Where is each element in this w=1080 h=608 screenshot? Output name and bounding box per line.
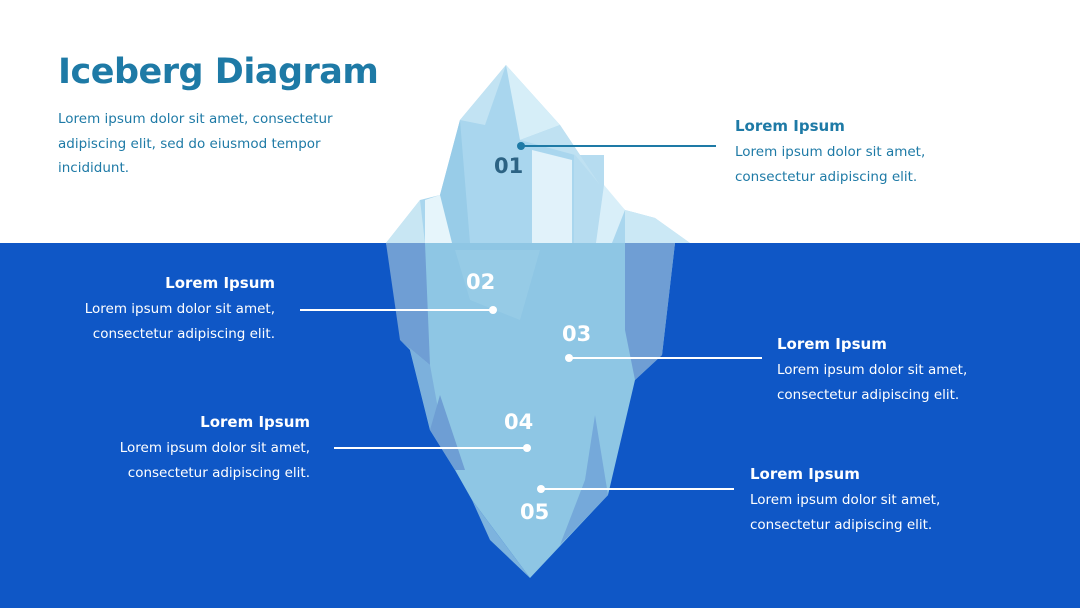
connector-dot-05 <box>537 485 545 493</box>
callout-heading-01: Lorem Ipsum <box>735 117 845 135</box>
callout-heading-03: Lorem Ipsum <box>777 335 887 353</box>
connector-dot-02 <box>489 306 497 314</box>
callout-text-03a: Lorem ipsum dolor sit amet, <box>777 362 968 378</box>
callout-text-05a: Lorem ipsum dolor sit amet, <box>750 492 941 508</box>
page-subtitle: Lorem ipsum dolor sit amet, consectetur … <box>58 111 333 176</box>
callout-text-02b: consectetur adipiscing elit. <box>92 326 275 342</box>
callout-03: Lorem Ipsum Lorem ipsum dolor sit amet, … <box>777 335 967 408</box>
connector-dot-01 <box>517 142 525 150</box>
callout-01: Lorem Ipsum Lorem ipsum dolor sit amet, … <box>735 117 925 190</box>
callout-text-05b: consectetur adipiscing elit. <box>750 517 933 533</box>
callout-heading-05: Lorem Ipsum <box>750 465 860 483</box>
connector-dot-04 <box>523 444 531 452</box>
callout-text-04a: Lorem ipsum dolor sit amet, <box>119 440 310 456</box>
callout-04: Lorem Ipsum Lorem ipsum dolor sit amet, … <box>95 413 310 486</box>
callout-05: Lorem Ipsum Lorem ipsum dolor sit amet, … <box>750 465 940 538</box>
page-title: Iceberg Diagram <box>58 52 379 92</box>
step-number-01: 01 <box>494 154 524 178</box>
step-number-03: 03 <box>562 322 592 346</box>
callout-text-02a: Lorem ipsum dolor sit amet, <box>84 301 275 317</box>
callout-text-03b: consectetur adipiscing elit. <box>777 387 960 403</box>
step-number-05: 05 <box>520 500 550 524</box>
callout-text-01b: consectetur adipiscing elit. <box>735 169 918 185</box>
iceberg-body <box>386 243 675 578</box>
callout-02: Lorem Ipsum Lorem ipsum dolor sit amet, … <box>60 274 275 347</box>
iceberg-tip <box>386 65 690 243</box>
step-number-04: 04 <box>504 410 534 434</box>
callout-lines <box>300 142 762 493</box>
callout-text-04b: consectetur adipiscing elit. <box>127 465 310 481</box>
connector-dot-03 <box>565 354 573 362</box>
callout-text-01a: Lorem ipsum dolor sit amet, <box>735 144 926 160</box>
step-number-02: 02 <box>466 270 496 294</box>
callout-heading-04: Lorem Ipsum <box>200 413 310 431</box>
callout-heading-02: Lorem Ipsum <box>165 274 275 292</box>
